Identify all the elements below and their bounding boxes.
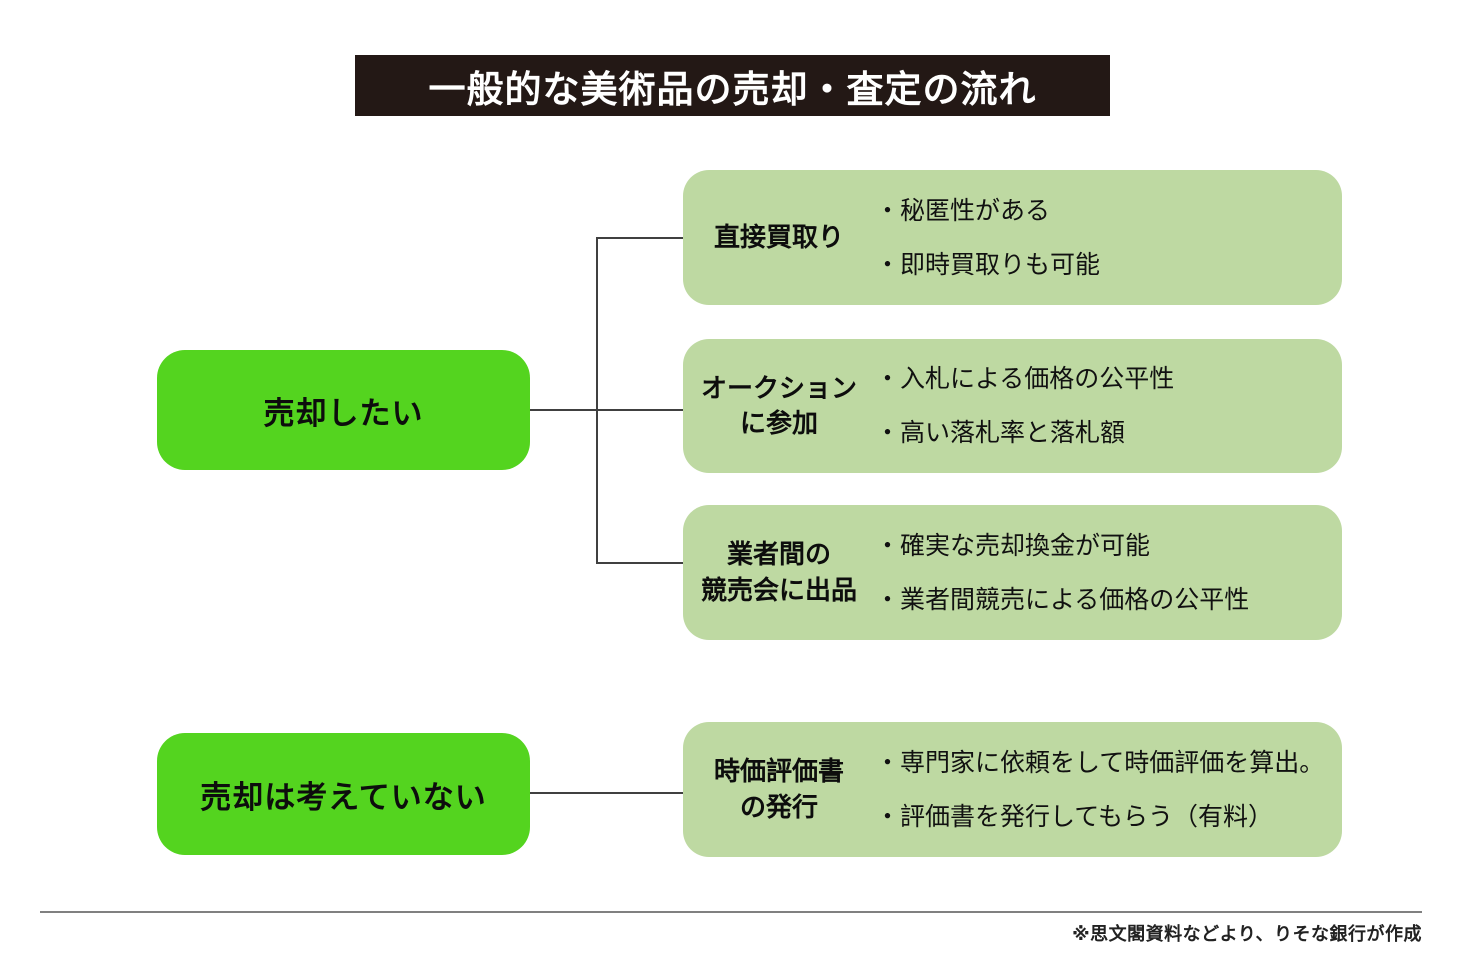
option-bullets-auction: ・入札による価格の公平性 ・高い落札率と落札額 bbox=[875, 339, 1342, 473]
bullet-item: ・専門家に依頼をして時価評価を算出。 bbox=[875, 748, 1325, 777]
decision-node-sell-label: 売却したい bbox=[263, 395, 424, 431]
page-title: 一般的な美術品の売却・査定の流れ bbox=[428, 68, 1037, 110]
bullet-item: ・高い落札率と落札額 bbox=[875, 419, 1126, 447]
footer-divider bbox=[40, 911, 1422, 913]
option-label-dealer-auction: 業者間の 競売会に出品 bbox=[700, 539, 857, 605]
option-label-auction: オークション に参加 bbox=[700, 372, 857, 438]
option-box-direct-purchase: 直接買取り ・秘匿性がある ・即時買取りも可能 bbox=[683, 170, 1342, 305]
option-box-appraisal-certificate: 時価評価書 の発行 ・専門家に依頼をして時価評価を算出。 ・評価書を発行してもら… bbox=[683, 722, 1342, 857]
option-label-direct-purchase: 直接買取り bbox=[713, 221, 844, 252]
option-label-appraisal-certificate: 時価評価書 の発行 bbox=[713, 756, 844, 822]
option-box-auction: オークション に参加 ・入札による価格の公平性 ・高い落札率と落札額 bbox=[683, 339, 1342, 473]
bullet-item: ・業者間競売による価格の公平性 bbox=[875, 585, 1250, 614]
decision-node-no-sell-label: 売却は考えていない bbox=[200, 779, 487, 815]
decision-node-no-sell: 売却は考えていない bbox=[157, 733, 530, 855]
decision-node-sell: 売却したい bbox=[157, 350, 530, 470]
option-box-dealer-auction: 業者間の 競売会に出品 ・確実な売却換金が可能 ・業者間競売による価格の公平性 bbox=[683, 505, 1342, 640]
connector-line-no-sell bbox=[530, 792, 684, 794]
option-bullets-appraisal-certificate: ・専門家に依頼をして時価評価を算出。 ・評価書を発行してもらう（有料） bbox=[875, 722, 1342, 857]
source-credit: ※思文閣資料などより、りそな銀行が作成 bbox=[1072, 924, 1422, 944]
bullet-item: ・入札による価格の公平性 bbox=[875, 365, 1175, 393]
option-bullets-dealer-auction: ・確実な売却換金が可能 ・業者間競売による価格の公平性 bbox=[875, 505, 1342, 640]
bullet-item: ・評価書を発行してもらう（有料） bbox=[875, 802, 1274, 831]
connector-line-branch-dealer-auction bbox=[596, 562, 684, 564]
connector-line-branch-auction bbox=[596, 409, 684, 411]
title-bar: 一般的な美術品の売却・査定の流れ bbox=[355, 55, 1110, 116]
bullet-item: ・確実な売却換金が可能 bbox=[875, 531, 1151, 560]
connector-line-sell-stem bbox=[530, 409, 597, 411]
bullet-item: ・即時買取りも可能 bbox=[875, 250, 1101, 279]
bullet-item: ・秘匿性がある bbox=[875, 196, 1051, 225]
option-bullets-direct-purchase: ・秘匿性がある ・即時買取りも可能 bbox=[875, 170, 1342, 305]
connector-line-vertical bbox=[596, 237, 598, 564]
connector-line-branch-direct-purchase bbox=[596, 237, 684, 239]
